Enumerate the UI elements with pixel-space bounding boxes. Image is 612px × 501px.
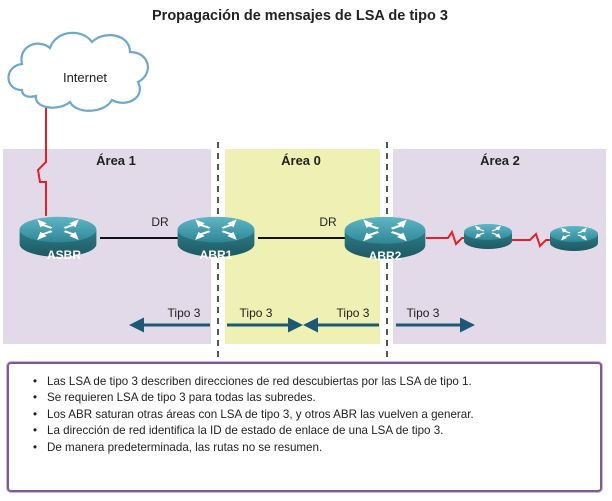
area2-router-b-icon bbox=[550, 226, 598, 251]
internet-cloud-icon bbox=[7, 31, 149, 112]
link-abr2-r2a bbox=[426, 229, 468, 246]
note-item: De manera predeterminada, las rutas no s… bbox=[33, 440, 592, 457]
area-1-label: Área 1 bbox=[96, 153, 136, 168]
ospf-diagram: Propagación de mensajes de LSA de tipo 3… bbox=[3, 8, 606, 358]
lsa-label-area1: Tipo 3 bbox=[168, 306, 201, 320]
note-item: Las LSA de tipo 3 describen direcciones … bbox=[33, 374, 592, 391]
asbr-label: ASBR bbox=[47, 248, 81, 262]
internet-serial-link bbox=[36, 108, 47, 216]
note-item: Se requieren LSA de tipo 3 para todas la… bbox=[33, 390, 592, 407]
abr2-label: ABR2 bbox=[369, 249, 402, 263]
abr1-label: ABR1 bbox=[200, 248, 233, 262]
notes-list: Las LSA de tipo 3 describen direcciones … bbox=[33, 374, 592, 456]
note-item: Los ABR saturan otras áreas con LSA de t… bbox=[33, 407, 592, 424]
dr-label-abr2: DR bbox=[319, 215, 337, 229]
area2-router-a-icon bbox=[464, 224, 512, 249]
lsa-label-area2: Tipo 3 bbox=[407, 306, 440, 320]
dr-label-abr1: DR bbox=[151, 215, 169, 229]
diagram-title: Propagación de mensajes de LSA de tipo 3 bbox=[152, 8, 448, 24]
lsa-label-area0-right: Tipo 3 bbox=[337, 306, 370, 320]
notes-box: Las LSA de tipo 3 describen direcciones … bbox=[7, 362, 602, 492]
lsa-label-area0-left: Tipo 3 bbox=[240, 306, 273, 320]
area-2-label: Área 2 bbox=[480, 153, 520, 168]
link-r2a-r2b bbox=[510, 232, 552, 248]
internet-label: Internet bbox=[63, 70, 107, 85]
area-0-label: Área 0 bbox=[281, 153, 321, 168]
note-item: La dirección de red identifica la ID de … bbox=[33, 423, 592, 440]
